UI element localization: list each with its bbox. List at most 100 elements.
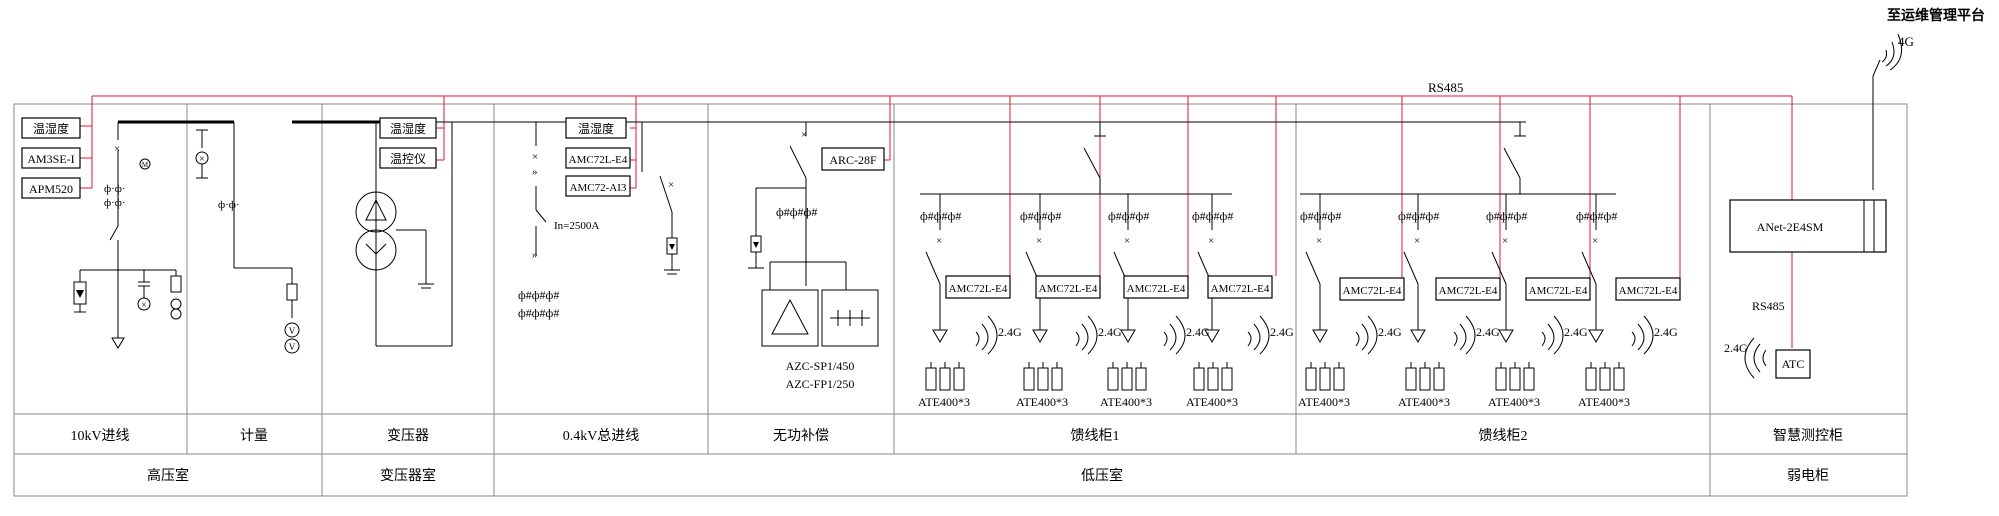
feeder-meter-label: AMC72L-E4 xyxy=(1343,285,1402,297)
feeder-meter-box xyxy=(945,275,1011,299)
rs485-bus xyxy=(80,95,1793,348)
smart-wireless-icon xyxy=(1744,337,1767,379)
svg-text:V: V xyxy=(289,326,296,336)
lv-meter-e4-box xyxy=(565,147,631,169)
room-label-transformer: 变压器室 xyxy=(380,467,436,484)
feeder-sections: ф#ф#ф#×AMC72L-E42.4GATE400*3ф#ф#ф#×AMC72… xyxy=(918,122,1681,409)
sensor-icon xyxy=(1613,367,1625,391)
sensor-icon xyxy=(1319,367,1331,391)
feeder-sensor-label: ATE400*3 xyxy=(1488,395,1540,409)
compensation-section: × ф#ф#ф# ARC-28F AZC-SP1/450 AZC-FP1/250 xyxy=(748,122,885,391)
sensor-icon xyxy=(1333,367,1345,391)
feeder-ct-label: ф#ф#ф# xyxy=(1486,209,1527,223)
sensor-icon xyxy=(1023,367,1035,391)
lv-meter-ai3-box xyxy=(565,175,631,197)
hv-protector-box xyxy=(21,147,81,169)
feeder-ct-label: ф#ф#ф# xyxy=(920,209,961,223)
feeder-wireless-icon xyxy=(1453,315,1476,355)
feeder-breaker-icon: × xyxy=(1036,235,1042,247)
feeder-meter-box xyxy=(1525,277,1591,301)
tx-humidity-label: 温湿度 xyxy=(390,121,426,136)
feeder-2g4-label: 2.4G xyxy=(1476,325,1500,339)
svg-text:×: × xyxy=(199,154,205,165)
feeder-ct-label: ф#ф#ф# xyxy=(1020,209,1061,223)
lv-meter-e4-label: AMC72L-E4 xyxy=(569,154,628,166)
feeder-meter-box xyxy=(1123,275,1189,299)
feeder-meter-box xyxy=(1435,277,1501,301)
feeder-wireless-icon xyxy=(1631,315,1654,355)
feeder-breaker-icon: × xyxy=(1316,235,1322,247)
feeder-wireless-icon xyxy=(1247,315,1270,355)
transformer-section: 温湿度 温控仪 xyxy=(292,117,453,347)
lv-rating-label: In=2500A xyxy=(554,220,599,232)
comp-model2-label: AZC-FP1/250 xyxy=(786,377,855,391)
lv-humidity-box xyxy=(565,117,627,139)
room-label-weak-current: 弱电柜 xyxy=(1787,468,1829,484)
feeder-meter-label: AMC72L-E4 xyxy=(1619,285,1678,297)
feeder-breaker-icon: × xyxy=(1414,235,1420,247)
svg-text:»: » xyxy=(532,166,538,178)
feeder-sensor-label: ATE400*3 xyxy=(1186,395,1238,409)
svg-text:»: » xyxy=(532,249,538,261)
feeder-breaker-icon: × xyxy=(1502,235,1508,247)
sensor-icon xyxy=(1405,367,1417,391)
lv-meter-ai3-label: AMC72-AI3 xyxy=(570,182,627,194)
sensor-icon xyxy=(953,367,965,391)
lv-ct-row1: ф#ф#ф# xyxy=(518,288,559,302)
sensor-icon xyxy=(1121,367,1133,391)
sensor-icon xyxy=(925,367,937,391)
smart-gateway-label: ANet-2E4SM xyxy=(1757,220,1824,234)
feeder-2g4-label: 2.4G xyxy=(1270,325,1294,339)
sensor-icon xyxy=(1523,367,1535,391)
feeder-ct-label: ф#ф#ф# xyxy=(1192,209,1233,223)
feeder-arrow-icon xyxy=(1204,329,1220,343)
feeder-wireless-icon xyxy=(1075,315,1098,355)
feeder-breaker-icon: × xyxy=(1592,235,1598,247)
feeder-2g4-label: 2.4G xyxy=(1186,325,1210,339)
svg-text:V: V xyxy=(289,342,296,352)
column-label-compensation: 无功补偿 xyxy=(773,428,829,444)
svg-text:ф·ф·: ф·ф· xyxy=(104,197,126,209)
feeder-ct-label: ф#ф#ф# xyxy=(1398,209,1439,223)
feeder-2g4-label: 2.4G xyxy=(1654,325,1678,339)
feeder-arrow-icon xyxy=(1120,329,1136,343)
svg-text:M: M xyxy=(142,161,149,169)
feeder-2g4-label: 2.4G xyxy=(998,325,1022,339)
comp-controller-label: ARC-28F xyxy=(829,153,877,167)
sensor-icon xyxy=(1495,367,1507,391)
frame-grid xyxy=(13,103,1908,497)
comp-model1-label: AZC-SP1/450 xyxy=(786,359,855,373)
feeder-sensor-label: ATE400*3 xyxy=(1398,395,1450,409)
sensor-icon xyxy=(1135,367,1147,391)
feeder-wireless-icon xyxy=(975,315,998,355)
sensor-icon xyxy=(939,367,951,391)
feeder-sensor-label: ATE400*3 xyxy=(1298,395,1350,409)
feeder-arrow-icon xyxy=(1410,329,1426,343)
column-label-feeder-2: 馈线柜2 xyxy=(1479,428,1528,444)
smart-rs485-label: RS485 xyxy=(1752,299,1785,313)
column-label-lv-incoming: 0.4kV总进线 xyxy=(563,428,640,444)
feeder-meter-label: AMC72L-E4 xyxy=(949,283,1008,295)
comp-ct-label: ф#ф#ф# xyxy=(776,205,817,219)
atc-box xyxy=(1775,349,1811,379)
lv-incoming-section: × » » In=2500A ф#ф#ф# ф#ф#ф# 温湿度 AMC72L-… xyxy=(436,117,1526,320)
hv-humidity-label: 温湿度 xyxy=(33,121,69,136)
feeder-cabinet-1: ф#ф#ф#×AMC72L-E42.4GATE400*3ф#ф#ф#×AMC72… xyxy=(918,122,1294,409)
feeder-ct-label: ф#ф#ф# xyxy=(1108,209,1149,223)
svg-text:×: × xyxy=(114,143,120,155)
svg-text:×: × xyxy=(141,300,147,311)
feeder-arrow-icon xyxy=(1312,329,1328,343)
sensor-icon xyxy=(1221,367,1233,391)
feeder-arrow-icon xyxy=(1032,329,1048,343)
feeder-wireless-icon xyxy=(1541,315,1564,355)
smart-2g4-label: 2.4G xyxy=(1724,341,1748,355)
hv-section: 温湿度 AM3SE-I APM520 × M ф·ф· ф·ф· × xyxy=(21,117,300,354)
feeder-arrow-icon xyxy=(1498,329,1514,343)
svg-text:ф·ф·: ф·ф· xyxy=(104,183,126,195)
